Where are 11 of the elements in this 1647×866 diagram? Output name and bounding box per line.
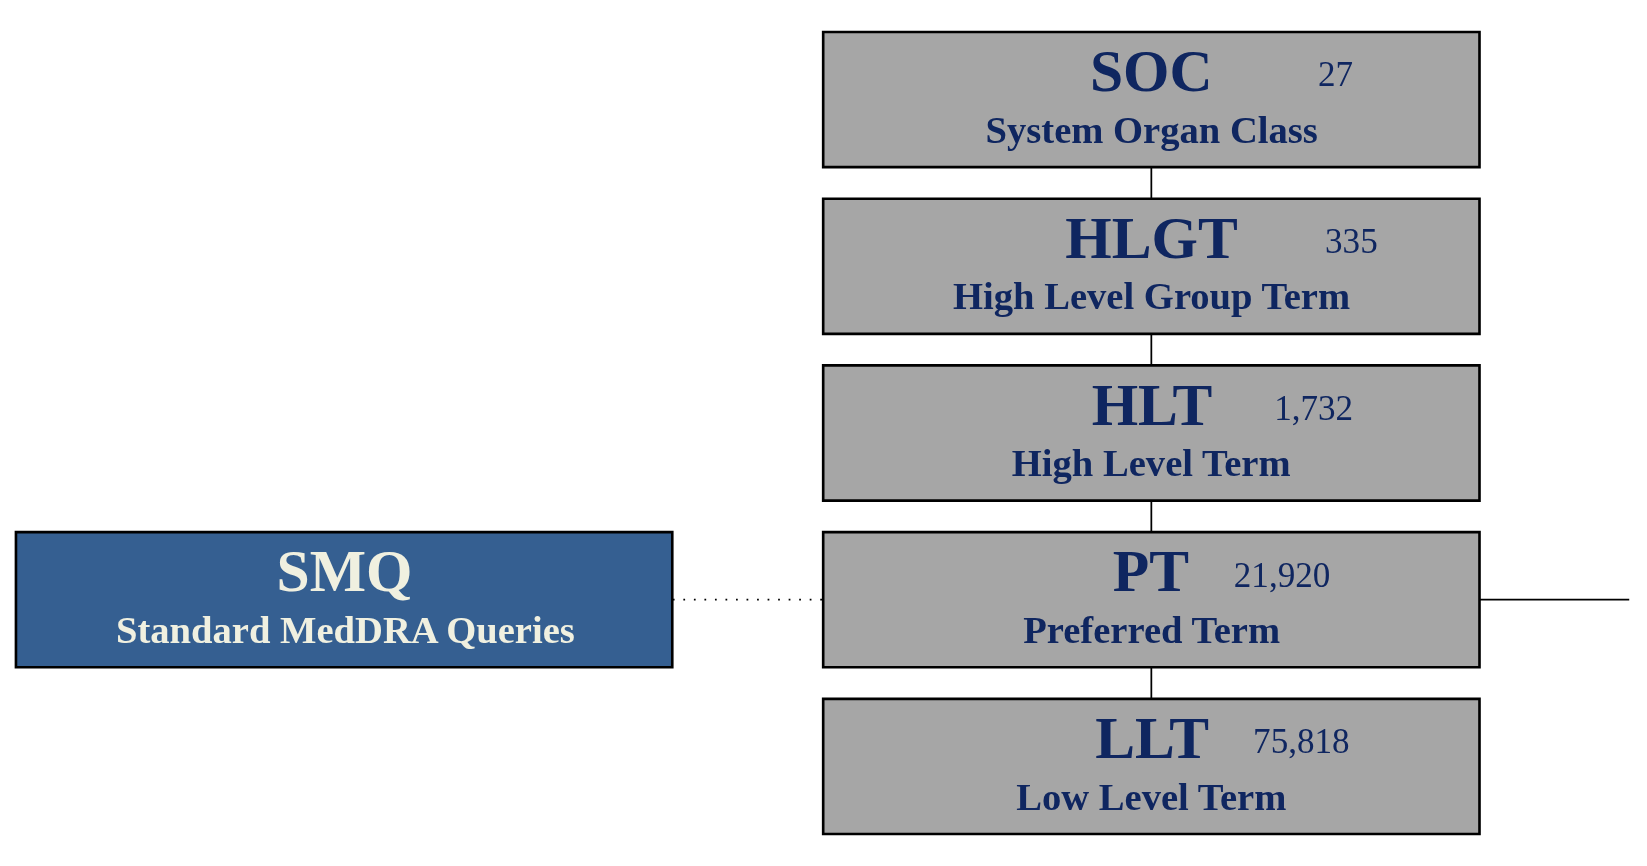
connector	[1478, 598, 1631, 601]
node-box: SOC 27 System Organ Class	[821, 30, 1481, 169]
connector	[1150, 333, 1153, 366]
node-box: HLGT 335 High Level Group Term	[821, 197, 1481, 336]
connector	[1150, 666, 1153, 700]
connector	[1150, 499, 1153, 533]
node-box: HLT 1,732 High Level Term	[821, 364, 1481, 502]
node-box: PT 21,920 Preferred Term	[821, 530, 1481, 669]
node-box: LLT 75,818 Low Level Term	[821, 697, 1481, 836]
node-box: SMQ Standard MedDRA Queries	[14, 530, 674, 669]
connector	[1150, 166, 1153, 200]
